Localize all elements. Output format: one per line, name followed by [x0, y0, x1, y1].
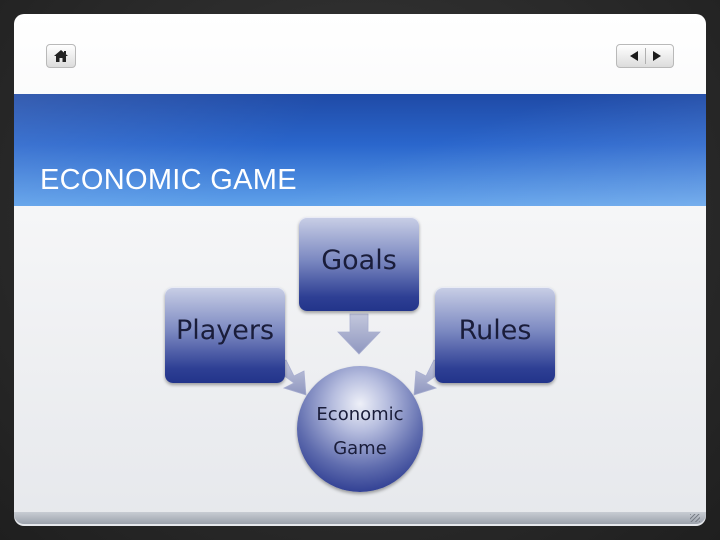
nav-divider [644, 48, 646, 64]
home-button[interactable] [46, 44, 76, 68]
banner-shine [14, 94, 706, 206]
slide-footer-bar [14, 512, 706, 524]
slide-canvas: ECONOMIC GAME Goals Players Rules Econom… [14, 14, 706, 526]
center-label-line2: Game [333, 438, 387, 459]
center-label-line1: Economic [316, 404, 404, 425]
node-center: Economic Game [297, 366, 423, 492]
home-icon [54, 50, 68, 62]
triangle-right-icon[interactable] [651, 50, 663, 62]
node-goals: Goals [299, 217, 419, 311]
title-banner [14, 94, 706, 206]
triangle-left-icon[interactable] [628, 50, 640, 62]
node-players: Players [165, 287, 285, 383]
slide-title: ECONOMIC GAME [40, 164, 297, 196]
resize-grip-icon[interactable] [690, 514, 700, 522]
node-rules-label: Rules [458, 315, 532, 346]
node-rules: Rules [435, 287, 555, 383]
node-goals-label: Goals [321, 245, 397, 276]
arrow-goals-to-center [337, 313, 381, 355]
node-players-label: Players [175, 315, 275, 346]
slide-nav-arrows [616, 44, 674, 68]
